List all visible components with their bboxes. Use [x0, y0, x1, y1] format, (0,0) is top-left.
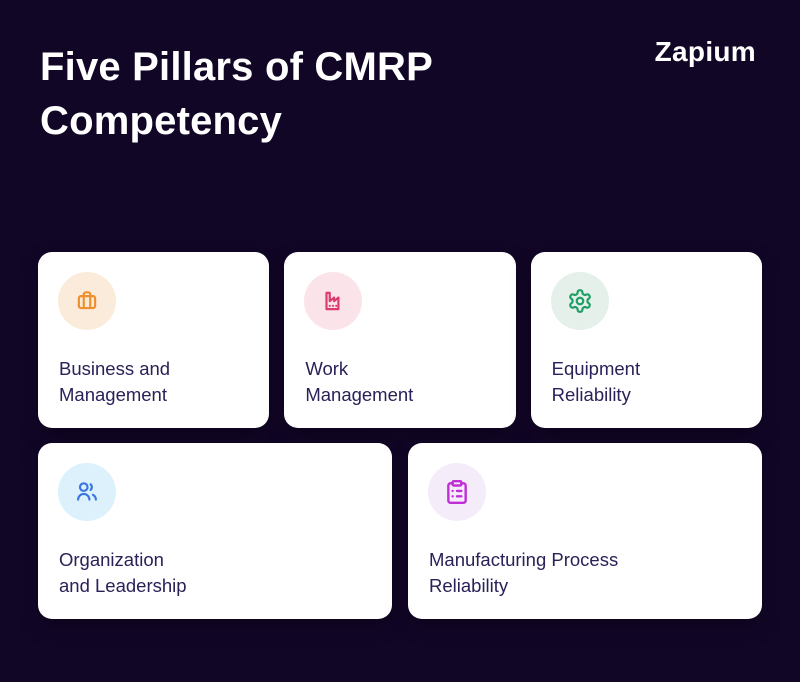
card-label-line: Reliability: [551, 384, 631, 405]
briefcase-icon: [74, 288, 100, 314]
card-label-line: Equipment: [551, 358, 641, 379]
brand-logo: Zapium: [654, 36, 756, 67]
card-label-line: Organization: [59, 549, 164, 570]
page-title-line-1: Five Pillars of CMRP: [40, 45, 433, 89]
cards-row-2: Organization and Leadership: [38, 443, 762, 619]
icon-circle-blue: [58, 463, 116, 521]
icon-circle-pink: [304, 272, 363, 330]
card-label: Work Management: [305, 356, 413, 408]
card-label-line: Management: [305, 384, 414, 405]
gear-icon: [567, 288, 593, 314]
pillar-cards: Business and Management: [38, 252, 762, 619]
card-label-line: and Leadership: [59, 575, 187, 596]
factory-icon: [320, 288, 346, 314]
page-title: Five Pillars of CMRP Competency: [40, 40, 433, 148]
icon-circle-orange: [58, 272, 116, 330]
card-business-and-management: Business and Management: [38, 252, 270, 428]
card-label: Organization and Leadership: [59, 547, 187, 599]
card-label-line: Manufacturing Process: [429, 549, 619, 570]
card-label-line: Work: [305, 358, 349, 379]
card-equipment-reliability: Equipment Reliability: [530, 252, 762, 428]
users-icon: [74, 479, 100, 505]
card-label-line: Reliability: [429, 575, 509, 596]
card-label: Manufacturing Process Reliability: [429, 547, 618, 599]
page-title-line-2: Competency: [40, 99, 283, 143]
card-label-line: Business and: [59, 358, 171, 379]
icon-circle-green: [550, 272, 609, 330]
card-work-management: Work Management: [284, 252, 516, 428]
clipboard-list-icon: [444, 479, 470, 505]
cards-row-1: Business and Management: [38, 252, 762, 428]
card-label-line: Management: [59, 384, 167, 405]
card-label: Business and Management: [59, 356, 170, 408]
card-organization-and-leadership: Organization and Leadership: [38, 443, 392, 619]
card-label: Equipment Reliability: [552, 356, 640, 408]
card-manufacturing-process-reliability: Manufacturing Process Reliability: [408, 443, 762, 619]
icon-circle-purple: [428, 463, 486, 521]
